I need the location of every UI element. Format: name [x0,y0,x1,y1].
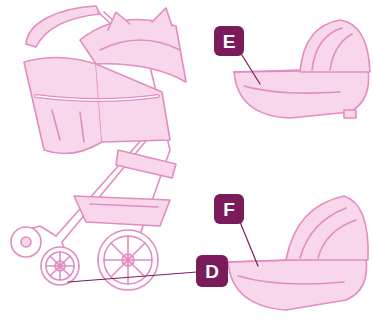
callout-badge: E [214,26,244,56]
carrycot [234,20,370,118]
callout-letter: D [205,262,219,281]
callout-letter: F [223,200,235,219]
callout-badge: D [196,255,228,287]
callout-badge: F [214,194,244,224]
carrycot [228,196,368,310]
stroller [11,6,197,290]
callout-letter: E [223,32,236,51]
